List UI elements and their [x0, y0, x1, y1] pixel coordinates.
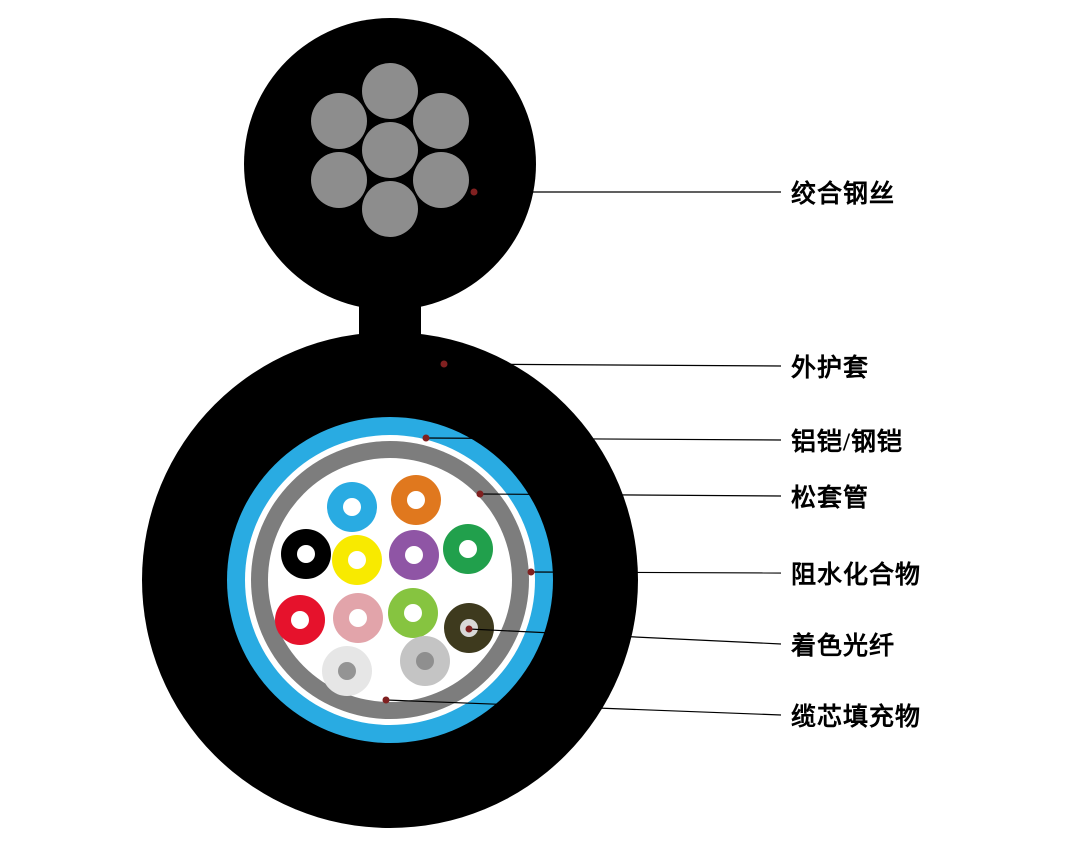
leader-lines-group: [382, 188, 782, 716]
core-filler-area: [268, 458, 512, 702]
fiber-slate-core: [416, 652, 434, 670]
steel-wire: [311, 152, 367, 208]
fiber-yellow-core: [348, 551, 366, 569]
fiber-violet-core: [405, 546, 423, 564]
fiber-white: [322, 646, 372, 696]
fiber-orange: [391, 475, 441, 525]
leader-dot-aluminum-steel-armor: [422, 434, 430, 442]
leader-dot-outer-sheath: [440, 360, 448, 368]
fiber-black-core: [297, 545, 315, 563]
fiber-green-core: [459, 540, 477, 558]
leader-line-outer-sheath: [443, 363, 782, 367]
colored-fibers-group: [275, 475, 494, 696]
fiber-blue-core: [343, 498, 361, 516]
steel-wire: [362, 63, 418, 119]
leader-line-aluminum-steel-armor: [425, 437, 782, 441]
fiber-red-core: [291, 611, 309, 629]
leader-dot-water-blocking-compound: [527, 568, 535, 576]
steel-wire-bundle: [311, 63, 469, 237]
steel-wire: [413, 93, 469, 149]
leader-dot-colored-fiber: [465, 625, 473, 633]
leader-line-water-blocking-compound: [530, 571, 782, 574]
fiber-aqua-core: [404, 604, 422, 622]
leader-dot-cable-core-filler: [382, 696, 390, 704]
fiber-red: [275, 595, 325, 645]
fiber-rose: [333, 593, 383, 643]
fiber-violet: [389, 530, 439, 580]
leader-line-loose-tube: [479, 493, 782, 497]
fiber-aqua: [388, 588, 438, 638]
fiber-rose-core: [349, 609, 367, 627]
fiber-slate: [400, 636, 450, 686]
steel-wire: [311, 93, 367, 149]
leader-line-cable-core-filler: [385, 699, 782, 716]
leader-dot-loose-tube: [476, 490, 484, 498]
fiber-yellow: [332, 535, 382, 585]
fiber-blue: [327, 482, 377, 532]
fiber-black: [281, 529, 331, 579]
leader-line-colored-fiber: [468, 628, 782, 645]
steel-wire: [362, 181, 418, 237]
leader-dot-stranded-steel-wire: [470, 188, 478, 196]
steel-wire: [362, 122, 418, 178]
fiber-orange-core: [407, 491, 425, 509]
steel-wire: [413, 152, 469, 208]
fiber-white-core: [338, 662, 356, 680]
fiber-green: [443, 524, 493, 574]
